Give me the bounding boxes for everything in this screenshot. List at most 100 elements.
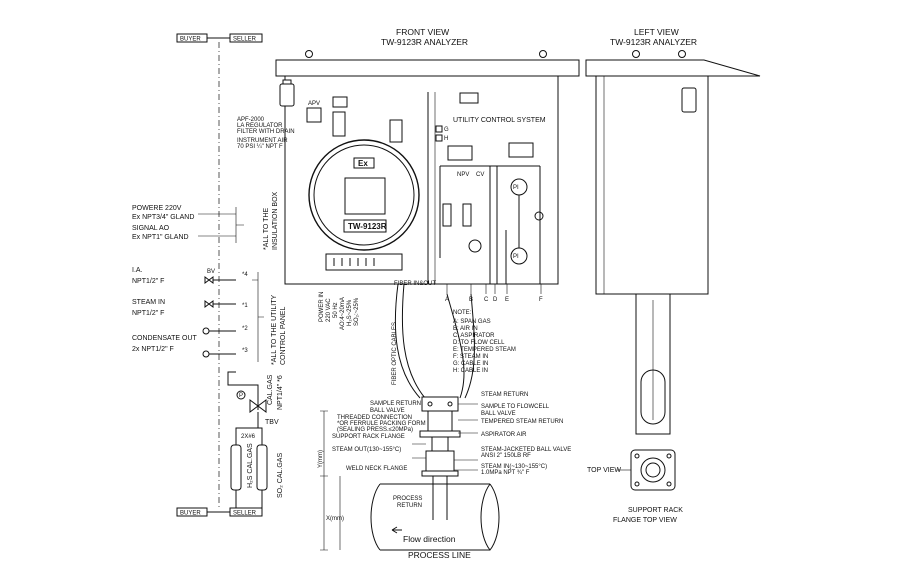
buyer-label-top: BUYER [180,37,201,43]
x-dim-label: X(mm) [326,516,344,522]
seller-label-bottom: SELLER [233,511,257,517]
y-dim-label: Y(mm) [318,450,324,468]
steam-in-probe-2: 1.0MPa NPT ¾" F [481,470,530,476]
left-view-subtitle: TW-9123R ANALYZER [610,37,697,47]
h-label: H [444,136,448,142]
flowmeter-2 [462,203,472,227]
probe-insertion [432,476,448,520]
ia-label-1: I.A. [132,267,143,274]
left-view-title: LEFT VIEW [634,27,679,37]
regulator-icon [468,239,482,253]
relay-box [332,111,346,137]
lifting-eye-icon-4 [678,50,686,58]
dimension-lines [320,410,341,551]
warning-plate [332,96,348,108]
process-pipe [380,483,490,551]
power-label-2: Ex NPT3/4" GLAND [132,214,194,221]
flow-direction-label: Flow direction [403,534,456,544]
note-g: G: CABLE IN [453,361,488,367]
three-way-valve-icon [249,399,267,413]
g-label: G [444,127,449,133]
top-view-flange [630,449,676,491]
condensate-label-1: CONDENSATE OUT [132,335,198,342]
process-return-2: RETURN [397,503,422,509]
port-c: C [484,297,489,303]
steam-out-label: STEAM OUT(130~155°C) [332,447,401,453]
steam-in-probe-1: STEAM IN(~130~155°C) [481,464,547,470]
p-label: P [239,393,243,399]
pi-label-2: PI [513,254,519,260]
steam-in-label-2: NPT1/2" F [132,310,164,317]
notes-title: NOTE: [453,310,472,316]
note-f: F: STEAM IN [453,354,488,360]
process-line-label: PROCESS LINE [408,550,471,560]
cv-label: CV [476,172,484,178]
fiber-label: FIBER IN&OUT [394,281,436,287]
npv-label: NPV [457,172,469,178]
terminal-strip [325,253,403,271]
insulation-label-1: *ALL TO THE [263,208,270,250]
probe-head [421,396,459,412]
port-n4: *4 [242,272,248,278]
port-d: D [493,297,498,303]
steam-return-label: STEAM RETURN [481,392,528,398]
pressure-gauge-icon [236,390,246,400]
power-in-2: 220 VAC [326,298,332,322]
weld-neck-label: WELD NECK FLANGE [346,466,407,472]
port-n2: *2 [242,326,248,332]
flow-arrow-icon [391,526,402,534]
note-d: D: TO FLOW CELL [453,340,505,346]
ex-housing [308,139,420,251]
tbv-label: TBV [265,419,279,426]
ball-valve-label-2: BALL VALVE [481,411,516,417]
port-b: B [469,297,473,303]
ex-plate [353,157,375,169]
apv-valve [306,107,322,123]
utility-label-2: CONTROL PANEL [280,307,287,365]
side-filter [681,87,697,113]
condensate-valve-icon-2 [202,350,210,358]
ferrule-label-1: *OR FERRULE PACKING FORM [337,421,426,427]
front-view-title: FRONT VIEW [396,27,449,37]
h2s-cal-label: H₂S CAL.GAS [247,443,254,488]
process-return-1: PROCESS [393,496,422,502]
probe-tube [431,436,449,452]
signal-2: H₂S~25% [347,299,353,326]
ferrule-label-2: (SEALING PRESS.≤20MPa) [337,427,413,433]
sample-flowcell-label: SAMPLE TO FLOWCELL [481,404,550,410]
note-e: E: TEMPERED STEAM [453,347,516,353]
buyer-seller-bottom: BUYER SELLER [176,507,263,517]
filter-label-4: INSTRUMENT AIR [237,138,288,144]
analyzer-enclosure [284,75,559,285]
lifting-eye-icon [305,50,313,58]
pipe-left-end [370,483,381,551]
ball-valve-icon [204,276,214,308]
model-label: TW-9123R [348,222,387,231]
steam-in-label-1: STEAM IN [132,299,165,306]
buyer-label-bottom: BUYER [180,511,201,517]
lifting-eye-icon-3 [632,50,640,58]
condensate-valve-icon [202,327,210,335]
ball-valve-label-1: BALL VALVE [370,408,405,414]
so2-cylinder [256,444,268,491]
cal-gas-label-2: NPT1/4" *6 [277,375,284,410]
npv-valve [447,145,473,161]
sample-return-label: SAMPLE RETURN [370,401,421,407]
note-b: B: AIR IN [453,326,478,332]
signal-label-1: SIGNAL AO [132,225,170,232]
air-filter [279,83,295,107]
top-view-label: TOP VIEW [587,467,621,474]
steam-valve-icon [534,211,544,221]
port-n3: *3 [242,348,248,354]
power-in-3: 50 Hz [333,302,339,318]
cal-gas-label-1: CAL.GAS [267,374,274,405]
fiber-optic-cables [394,283,475,399]
condensate-label-2: 2x NPT1/2" F [132,346,174,353]
insulation-label-2: INSULATION BOX [272,191,279,250]
utility-header-block [459,92,479,104]
filter-label-5: 70 PSI ¼" NPT F [237,144,283,150]
port-n1: *1 [242,303,248,309]
jacketed-label-1: STEAM-JACKETED BALL VALVE [481,447,571,453]
h2s-cylinder [230,444,242,491]
